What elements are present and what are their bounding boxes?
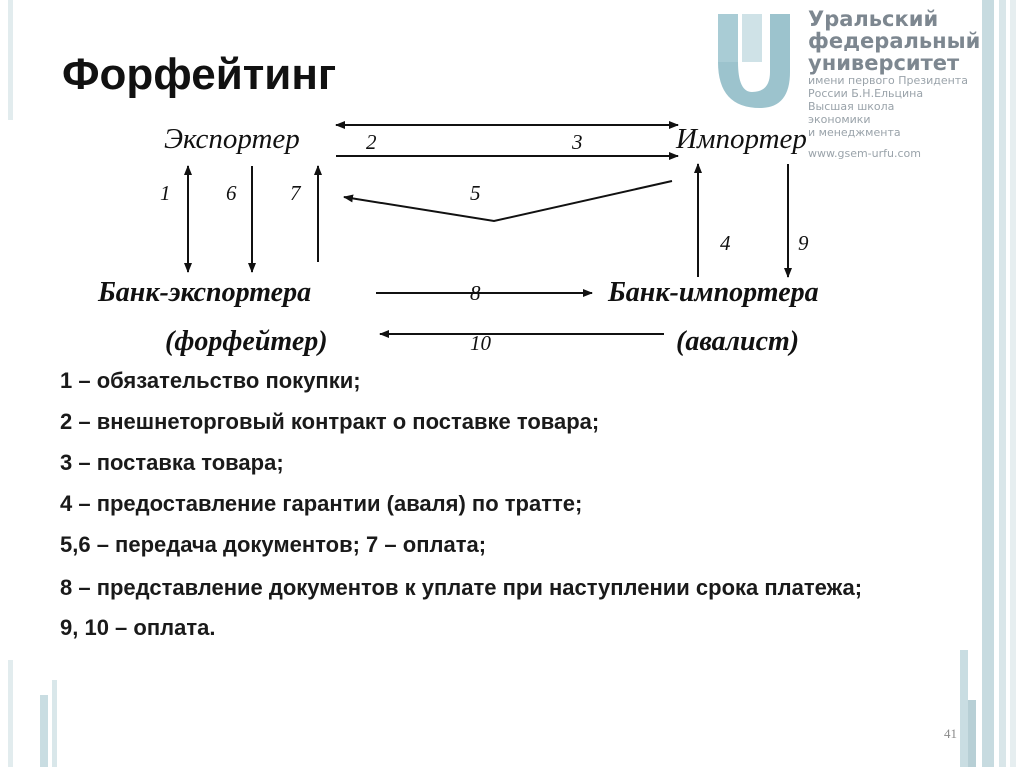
arrow-5: [343, 180, 673, 223]
logo-website: www.gsem-urfu.com: [808, 147, 921, 160]
logo-school-2: экономики: [808, 113, 871, 126]
node-bank-exporter: Банк-экспортера: [97, 277, 311, 308]
label-2: 2: [366, 130, 377, 154]
node-avalist: (авалист): [676, 326, 799, 357]
legend-item: 8 – представление документов к уплате пр…: [60, 575, 863, 600]
logo-sub-1: имени первого Президента: [808, 74, 968, 87]
node-exporter: Экспортер: [164, 123, 300, 155]
label-4: 4: [720, 231, 731, 255]
label-1: 1: [160, 181, 171, 205]
logo-sub-2: России Б.Н.Ельцина: [808, 87, 924, 100]
logo-school-1: Высшая школа: [808, 100, 895, 113]
legend-item: 9, 10 – оплата.: [60, 615, 216, 640]
slide-title: Форфейтинг: [62, 50, 337, 99]
logo-line-1: Уральский: [808, 7, 939, 31]
label-7: 7: [290, 181, 302, 205]
logo-line-2: федеральный: [808, 29, 981, 53]
label-9: 9: [798, 231, 809, 255]
legend-item: 4 – предоставление гарантии (аваля) по т…: [60, 491, 583, 516]
label-3: 3: [571, 130, 583, 154]
legend-item: 3 – поставка товара;: [60, 450, 284, 475]
label-8: 8: [470, 281, 481, 305]
logo-school-3: и менеджмента: [808, 126, 901, 139]
logo-mark: [718, 14, 790, 108]
legend-list: 1 – обязательство покупки; 2 – внешнетор…: [60, 368, 938, 656]
page-number: 41: [944, 726, 957, 741]
label-5: 5: [470, 181, 481, 205]
label-6: 6: [226, 181, 237, 205]
legend-item: 1 – обязательство покупки;: [60, 368, 361, 393]
legend-item: 2 – внешнеторговый контракт о поставке т…: [60, 409, 600, 434]
node-forfaiter: (форфейтер): [165, 326, 328, 357]
logo-line-3: университет: [808, 51, 960, 75]
label-10: 10: [470, 331, 492, 355]
university-logo-text: Уральский федеральный университет имени …: [808, 8, 998, 160]
legend-item: 5,6 – передача документов; 7 – оплата;: [60, 532, 487, 557]
node-importer: Импортер: [675, 123, 807, 155]
node-bank-importer: Банк-импортера: [607, 277, 819, 308]
